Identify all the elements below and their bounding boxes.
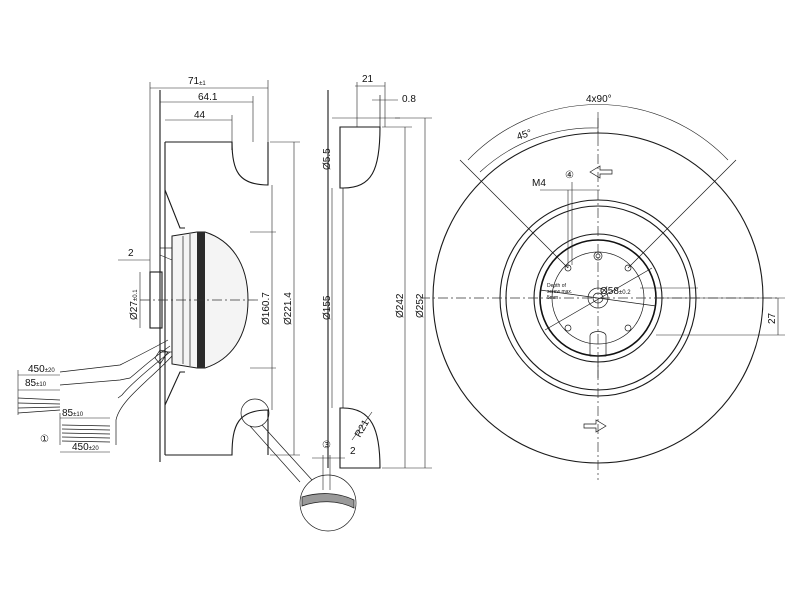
detail-section-hatch xyxy=(301,493,355,509)
cable-1 xyxy=(59,339,169,373)
rotation-arrow-top xyxy=(589,165,613,179)
section-view-dimensions xyxy=(331,82,432,469)
impeller-top-profile xyxy=(165,141,269,186)
cable-3 xyxy=(117,351,171,399)
motor-body xyxy=(171,231,249,369)
dim-64-1: 64.1 xyxy=(198,92,218,103)
depth-note-line-3: 5mm xyxy=(547,295,558,301)
dim-cable-450-bottom: 450±20 xyxy=(72,442,99,453)
dim-dia-252: Ø252 xyxy=(415,293,426,318)
cable-gland xyxy=(154,349,169,365)
hub-transition-bottom xyxy=(164,371,185,406)
detail-dim-2: 2 xyxy=(350,446,356,457)
hub-transition-top xyxy=(164,189,185,229)
impeller-bottom-profile xyxy=(165,409,269,456)
callout-4: ④ xyxy=(565,170,574,181)
side-view-dimensions xyxy=(17,80,300,456)
dim-cable-85-top: 85±10 xyxy=(25,378,47,389)
mount-hole-3 xyxy=(564,324,572,332)
dim-offset-27: 27 xyxy=(767,312,778,324)
depth-note-line-1: Depth of xyxy=(547,283,567,289)
dim-dia-242: Ø242 xyxy=(395,293,406,318)
section-top-profile xyxy=(339,126,381,189)
rotation-arrow-bottom xyxy=(583,419,607,433)
dim-dia-58: Ø58±0.2 xyxy=(600,286,631,297)
diag-line-left xyxy=(459,159,569,269)
dim-angle-45: 45° xyxy=(516,128,534,143)
dim-radius-21: R21 xyxy=(353,418,372,440)
mount-hole-2 xyxy=(624,264,632,272)
hub-spoke-2 xyxy=(544,267,653,331)
detail-view xyxy=(299,455,357,532)
dim-21: 21 xyxy=(362,74,374,85)
dim-2: 2 xyxy=(128,248,134,259)
thread-m4: M4 xyxy=(532,178,546,189)
section-view xyxy=(327,90,381,469)
detail-circle xyxy=(240,398,270,428)
dim-0-8: 0.8 xyxy=(402,94,416,105)
detail-leader-1 xyxy=(261,424,313,481)
dim-dia-155: Ø155 xyxy=(322,295,333,320)
detail-leader-2 xyxy=(249,425,301,483)
dim-cable-450-top: 450±20 xyxy=(28,364,55,375)
dim-dia-221-4: Ø221.4 xyxy=(283,292,294,325)
dim-dia-5-5: Ø5.5 xyxy=(322,148,333,170)
dim-44: 44 xyxy=(194,110,206,121)
dim-angle-4x90: 4x90° xyxy=(586,94,612,105)
detail-magnified-circle xyxy=(299,474,357,532)
side-view xyxy=(17,90,313,483)
front-view xyxy=(420,118,780,480)
dim-dia-27: Ø27±0.1 xyxy=(129,289,140,320)
callout-3: ③ xyxy=(322,440,331,451)
cable-exit xyxy=(589,331,607,357)
wire-ends-lower xyxy=(61,424,111,443)
section-bottom-profile xyxy=(339,407,381,469)
cable-4 xyxy=(115,355,173,445)
diag-line-right xyxy=(627,159,737,269)
dim-71: 71±1 xyxy=(188,76,206,87)
mount-hole-4 xyxy=(624,324,632,332)
angle-arc-45 xyxy=(479,127,599,173)
callout-1: ① xyxy=(40,434,49,445)
front-view-dimensions xyxy=(467,104,785,336)
depth-note-line-2: screw max. xyxy=(547,289,572,295)
dim-dia-160-7: Ø160.7 xyxy=(261,292,272,325)
angle-arc-4x90 xyxy=(467,104,729,161)
wire-ends-upper xyxy=(17,397,61,414)
dim-cable-85-bottom: 85±10 xyxy=(62,408,84,419)
